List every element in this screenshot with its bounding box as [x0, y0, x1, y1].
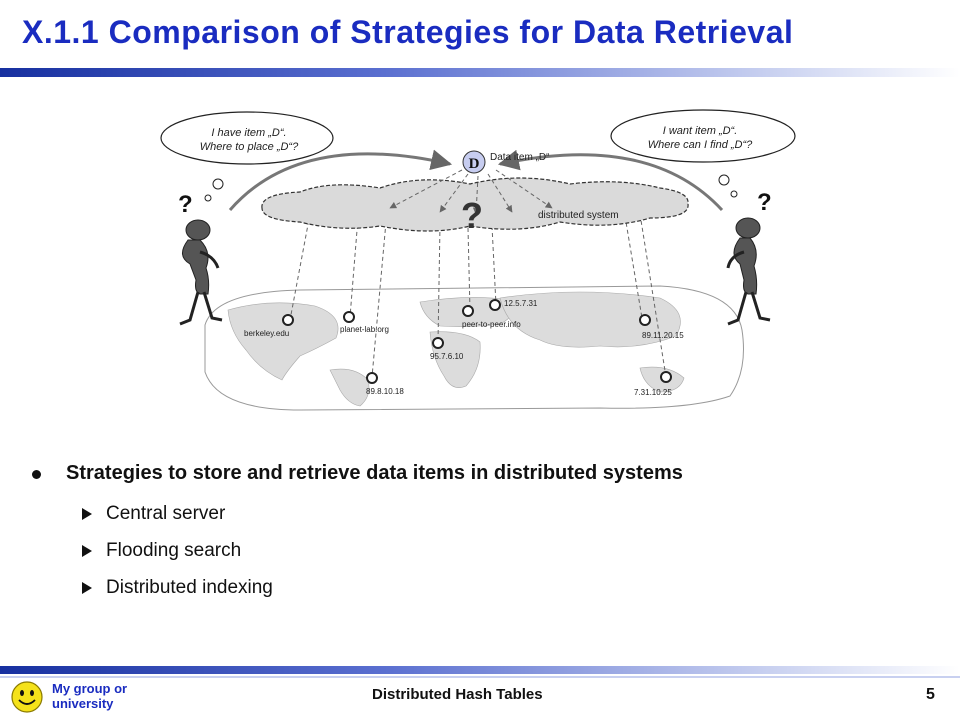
left-thought-bubble: I have item „D“. Where to place „D“? — [160, 111, 334, 202]
bullet-sub-text: Central server — [106, 503, 226, 524]
projection-lines — [289, 213, 667, 378]
smiley-logo-icon — [11, 681, 43, 713]
cloud-label: distributed system — [538, 210, 619, 221]
node-label: 12.5.7.31 — [504, 299, 538, 308]
d-arrows — [389, 169, 553, 215]
title-divider — [0, 68, 960, 77]
node-label: peer-to-peer.info — [462, 320, 521, 329]
node-95-7-6-10: 95.7.6.10 — [430, 337, 464, 361]
bullet-sub-text: Distributed indexing — [106, 577, 273, 598]
footer-divider-thin — [0, 676, 960, 678]
triangle-bullet-icon — [82, 545, 92, 557]
bullet-sub-text: Flooding search — [106, 540, 242, 561]
right-arrow — [497, 149, 724, 212]
retrieval-diagram: D Data item „D“ ? distributed system I h… — [160, 109, 796, 411]
node-89-11-20-15: 89.11.20.15 — [639, 314, 684, 340]
right-bubble-line1: I want item „D“. — [663, 125, 738, 137]
slide-title: X.1.1 Comparison of Strategies for Data … — [22, 14, 794, 50]
bullet-dot — [32, 470, 41, 479]
bullet-main: Strategies to store and retrieve data it… — [30, 462, 940, 485]
page-number: 5 — [926, 686, 935, 703]
node-label: 95.7.6.10 — [430, 352, 464, 361]
data-item-letter: D — [469, 156, 480, 172]
org-line2: university — [52, 696, 114, 711]
right-bubble-line2: Where can I find „D“? — [648, 139, 753, 151]
footer-divider — [0, 666, 960, 674]
triangle-bullet-icon — [82, 582, 92, 594]
node-label: 89.8.10.18 — [366, 387, 404, 396]
node-label: planet-lab.org — [340, 325, 389, 334]
footer-title: Distributed Hash Tables — [372, 686, 543, 703]
node-berkeley: berkeley.edu — [244, 314, 294, 338]
data-item-circle — [462, 150, 486, 174]
data-item-label: Data item „D“ — [490, 152, 549, 163]
left-person-question: ? — [178, 191, 193, 218]
right-person-figure — [726, 217, 771, 326]
world-map — [204, 285, 744, 411]
node-12-5-7-31: 12.5.7.31 — [489, 299, 538, 311]
bullet-sub-item: Distributed indexing — [30, 577, 940, 599]
node-7-31-10-25: 7.31.10.25 — [634, 371, 672, 397]
node-peer-to-peer: peer-to-peer.info — [462, 305, 521, 329]
org-line1: My group or — [52, 681, 128, 696]
left-bubble-line1: I have item „D“. — [211, 127, 286, 139]
bullet-main-text: Strategies to store and retrieve data it… — [66, 462, 683, 484]
bullet-sub-item: Flooding search — [30, 540, 940, 562]
bullet-sub-item: Central server — [30, 503, 940, 525]
bullet-list: Strategies to store and retrieve data it… — [30, 462, 940, 614]
node-label: 7.31.10.25 — [634, 388, 672, 397]
node-label: berkeley.edu — [244, 329, 289, 338]
right-person-question: ? — [757, 189, 772, 216]
left-bubble-line2: Where to place „D“? — [200, 141, 299, 153]
node-planetlab: planet-lab.org — [340, 311, 389, 334]
cloud-question-mark: ? — [461, 195, 483, 236]
left-person-figure — [179, 219, 223, 326]
node-89-8-10-18: 89.8.10.18 — [366, 372, 404, 396]
distributed-system-cloud — [261, 177, 689, 232]
node-label: 89.11.20.15 — [642, 331, 684, 340]
organization-name: My group or university — [52, 681, 127, 711]
right-thought-bubble: I want item „D“. Where can I find „D“? — [610, 109, 796, 198]
left-arrow — [228, 149, 453, 211]
triangle-bullet-icon — [82, 508, 92, 520]
